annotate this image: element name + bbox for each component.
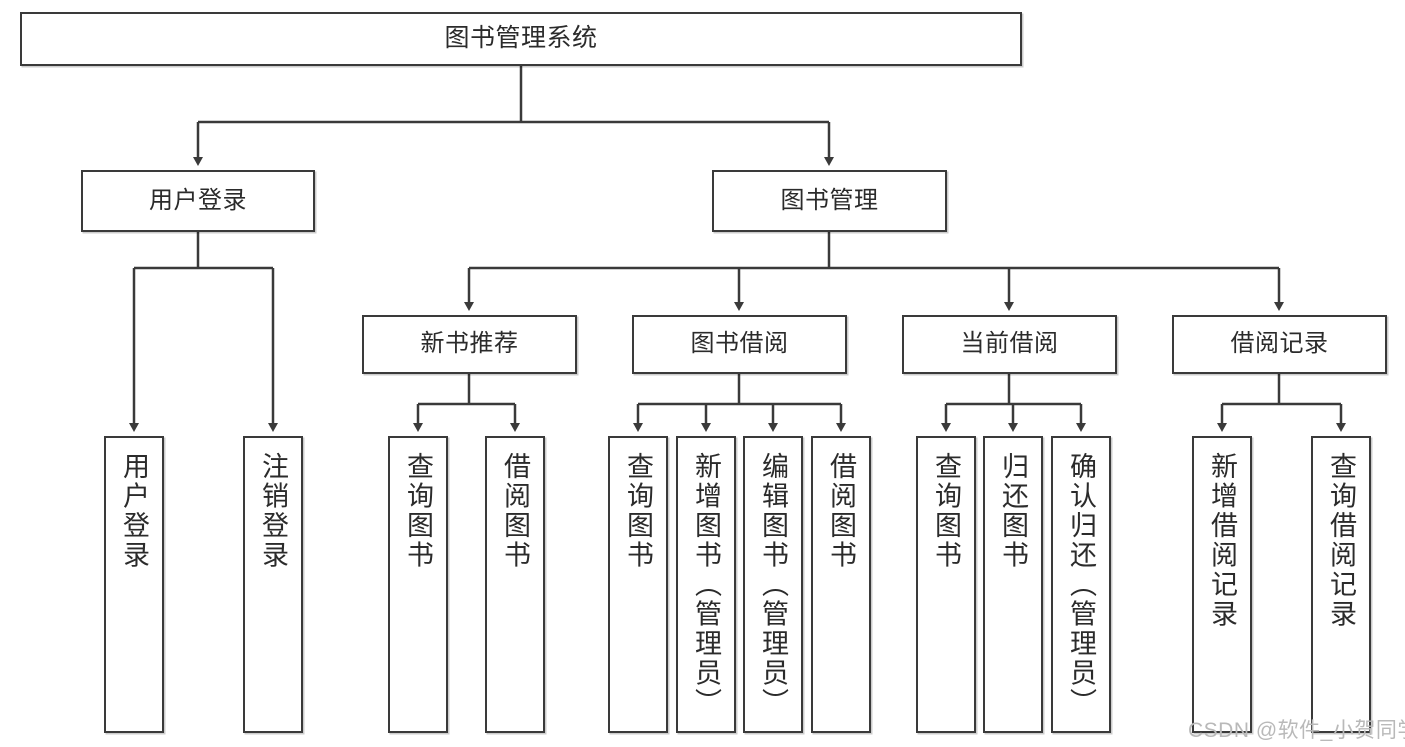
watermark: CSDN @软件_小贺同学 xyxy=(1188,719,1405,742)
node-leaf-borrow-book[interactable]: 借阅图书 xyxy=(811,436,871,733)
node-leaf-add-book[interactable]: 新增图书（管理员） xyxy=(676,436,736,733)
node-leaf-query-book-borrow[interactable]: 查询图书 xyxy=(608,436,668,733)
node-new-book-rec[interactable]: 新书推荐 xyxy=(362,315,577,374)
node-leaf-borrow-book-rec-label: 借阅图书 xyxy=(500,452,531,570)
node-leaf-query-record[interactable]: 查询借阅记录 xyxy=(1311,436,1371,733)
node-root-label: 图书管理系统 xyxy=(444,24,598,53)
node-leaf-query-book-current-label: 查询图书 xyxy=(931,452,962,570)
node-leaf-user-logout[interactable]: 注销登录 xyxy=(243,436,303,733)
node-current-borrow[interactable]: 当前借阅 xyxy=(902,315,1117,374)
node-book-borrow-label: 图书借阅 xyxy=(690,330,789,358)
node-leaf-user-logout-label: 注销登录 xyxy=(258,452,289,570)
node-new-book-rec-label: 新书推荐 xyxy=(420,330,519,358)
node-user-login[interactable]: 用户登录 xyxy=(81,170,315,232)
node-leaf-user-login-label: 用户登录 xyxy=(119,452,150,570)
node-leaf-return-book-label: 归还图书 xyxy=(998,452,1029,570)
node-leaf-confirm-return[interactable]: 确认归还（管理员） xyxy=(1051,436,1111,733)
node-borrow-record[interactable]: 借阅记录 xyxy=(1172,315,1387,374)
node-leaf-edit-book-label: 编辑图书（管理员） xyxy=(758,452,789,718)
node-root[interactable]: 图书管理系统 xyxy=(20,12,1022,66)
node-leaf-edit-book[interactable]: 编辑图书（管理员） xyxy=(743,436,803,733)
node-leaf-confirm-return-label: 确认归还（管理员） xyxy=(1066,452,1097,718)
node-borrow-record-label: 借阅记录 xyxy=(1230,330,1329,358)
node-leaf-query-book-borrow-label: 查询图书 xyxy=(623,452,654,570)
node-leaf-query-book-current[interactable]: 查询图书 xyxy=(916,436,976,733)
node-leaf-query-record-label: 查询借阅记录 xyxy=(1326,452,1357,629)
node-leaf-borrow-book-label: 借阅图书 xyxy=(826,452,857,570)
node-leaf-user-login[interactable]: 用户登录 xyxy=(104,436,164,733)
node-book-borrow[interactable]: 图书借阅 xyxy=(632,315,847,374)
node-current-borrow-label: 当前借阅 xyxy=(960,330,1059,358)
node-leaf-add-record[interactable]: 新增借阅记录 xyxy=(1192,436,1252,733)
node-leaf-add-book-label: 新增图书（管理员） xyxy=(691,452,722,718)
node-leaf-borrow-book-rec[interactable]: 借阅图书 xyxy=(485,436,545,733)
node-leaf-query-book-rec-label: 查询图书 xyxy=(403,452,434,570)
node-user-login-label: 用户登录 xyxy=(149,186,247,214)
node-book-manage-label: 图书管理 xyxy=(780,186,879,214)
node-leaf-query-book-rec[interactable]: 查询图书 xyxy=(388,436,448,733)
node-leaf-return-book[interactable]: 归还图书 xyxy=(983,436,1043,733)
node-leaf-add-record-label: 新增借阅记录 xyxy=(1207,452,1238,629)
node-book-manage[interactable]: 图书管理 xyxy=(712,170,947,232)
